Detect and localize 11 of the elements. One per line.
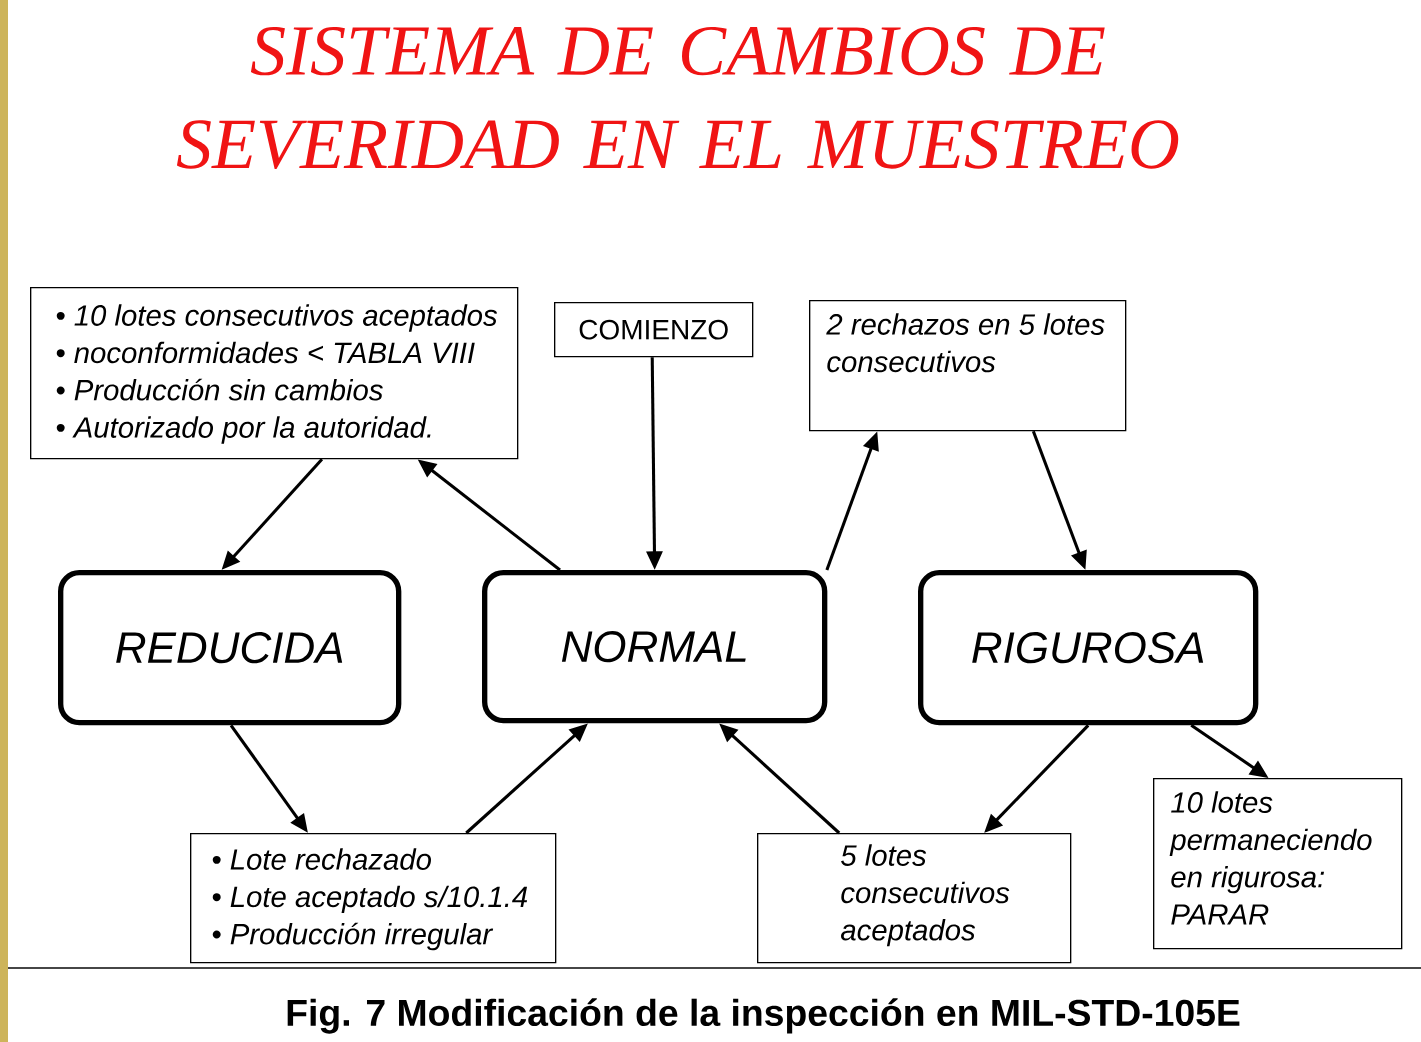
state-box: REDUCIDA: [58, 570, 402, 726]
condition-box: 2 rechazos en 5 lotes consecutivos: [809, 300, 1127, 432]
title: SISTEMA DE CAMBIOS DE SEVERIDAD EN EL MUESTREO: [176, 26, 1179, 170]
state-box: RIGUROSA: [918, 570, 1259, 726]
condition-box: 5 lotes consecutivos aceptados: [757, 833, 1072, 964]
state-box: NORMAL: [482, 570, 828, 724]
condition-box: • 10 lotes consecutivos aceptados • noconformidades < TABLA VIII • Producción sin cambios • Autorizado por la autoridad.: [30, 287, 519, 460]
condition-box: 10 lotes permaneciendo en rigurosa: PARAR: [1153, 778, 1403, 950]
start-box: COMIENZO: [554, 302, 754, 358]
condition-box: • Lote rechazado • Lote aceptado s/10.1.4 • Producción irregular: [190, 833, 557, 964]
caption: Fig. 7 Modificación de la inspección en MIL-STD-105E: [287, 998, 1240, 1034]
